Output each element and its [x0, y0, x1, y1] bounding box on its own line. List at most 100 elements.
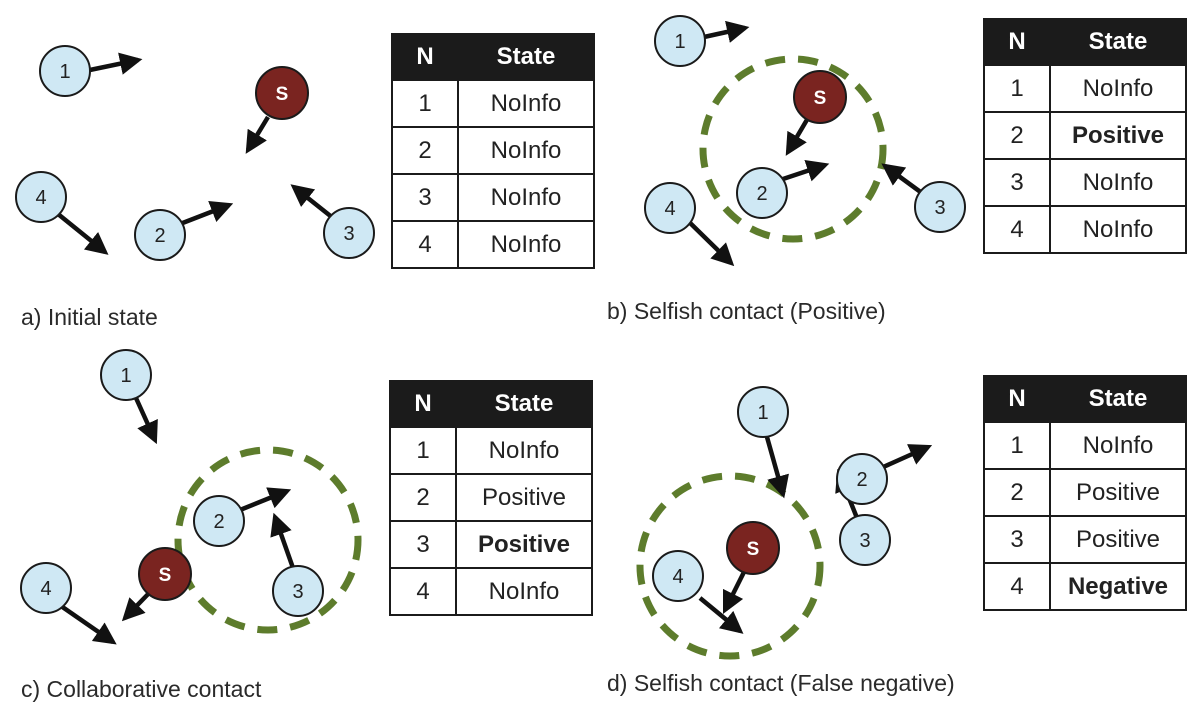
sink-range-ring: [636, 472, 824, 660]
state-cell-negative: Negative: [1049, 562, 1187, 611]
table-row: 3 Positive: [983, 515, 1187, 564]
node-3-motion-arrow: [270, 512, 296, 569]
node-2: 2: [736, 167, 788, 219]
column-header-state: State: [1049, 18, 1187, 66]
node-3: 3: [839, 514, 891, 566]
panel-a-graph: 1 S 4 2 3: [15, 45, 375, 261]
state-cell: Positive: [455, 473, 593, 522]
column-header-state: State: [455, 380, 593, 428]
table-header-row: N State: [391, 33, 595, 81]
table-row: 4 NoInfo: [983, 205, 1187, 254]
node-label: 4: [664, 198, 675, 220]
sink-node: S: [726, 521, 780, 575]
sink-label: S: [276, 84, 289, 105]
sink-label: S: [159, 565, 172, 586]
state-cell: NoInfo: [1049, 158, 1187, 207]
node-id-cell: 1: [389, 426, 457, 475]
table-row: 1 NoInfo: [983, 64, 1187, 113]
node-4: 4: [20, 562, 72, 614]
table-row: 2 Positive: [983, 468, 1187, 517]
node-2: 2: [134, 209, 186, 261]
node-2-motion-arrow: [880, 444, 933, 471]
sink-range-ring: [174, 446, 362, 634]
node-label: 3: [934, 197, 945, 219]
table-header-row: N State: [983, 375, 1187, 423]
sink-motion-arrow: [121, 588, 154, 622]
node-3-motion-arrow: [881, 163, 928, 198]
column-header-n: N: [983, 18, 1051, 66]
node-label: 3: [859, 530, 870, 552]
node-4: 4: [644, 182, 696, 234]
sink-range-ring: [699, 55, 887, 243]
table-row: 1 NoInfo: [391, 79, 595, 128]
table-row: 4 NoInfo: [389, 567, 593, 616]
table-row: 2 Positive: [389, 473, 593, 522]
table-row: 4 Negative: [983, 562, 1187, 611]
table-row: 2 NoInfo: [391, 126, 595, 175]
node-label: 1: [120, 365, 131, 387]
node-4: 4: [15, 171, 67, 223]
table-row: 3 Positive: [389, 520, 593, 569]
node-3: 3: [272, 565, 324, 617]
node-4: 4: [652, 550, 704, 602]
node-label: 4: [672, 566, 683, 588]
sink-label: S: [747, 539, 760, 560]
state-cell: Positive: [1049, 515, 1187, 564]
node-id-cell: 2: [389, 473, 457, 522]
panel-c-graph: 1 2 3 S 4: [20, 349, 362, 645]
node-label: 3: [343, 223, 354, 245]
table-row: 2 Positive: [983, 111, 1187, 160]
column-header-n: N: [389, 380, 457, 428]
node-1: 1: [737, 386, 789, 438]
node-2-motion-arrow: [239, 487, 292, 513]
node-label: 1: [59, 61, 70, 83]
table-row: 4 NoInfo: [391, 220, 595, 269]
sink-motion-arrow: [245, 115, 270, 154]
state-cell: NoInfo: [457, 79, 595, 128]
node-id-cell: 3: [983, 158, 1051, 207]
state-cell: NoInfo: [1049, 205, 1187, 254]
state-cell: NoInfo: [1049, 421, 1187, 470]
node-3-motion-arrow: [290, 184, 335, 220]
node-label: 2: [213, 511, 224, 533]
node-id-cell: 2: [391, 126, 459, 175]
node-id-cell: 4: [389, 567, 457, 616]
node-2: 2: [836, 453, 888, 505]
state-cell: NoInfo: [455, 426, 593, 475]
node-1: 1: [39, 45, 91, 97]
node-label: 2: [756, 183, 767, 205]
node-id-cell: 2: [983, 468, 1051, 517]
state-cell-highlighted: Positive: [1049, 111, 1187, 160]
panel-d-graph: 1 2 3 4 S: [636, 386, 933, 660]
node-id-cell: 1: [983, 421, 1051, 470]
node-1-motion-arrow: [84, 52, 143, 75]
node-label: 4: [40, 578, 51, 600]
node-id-cell: 1: [391, 79, 459, 128]
state-table-b: N State 1 NoInfo 2 Positive 3 NoInfo 4 N…: [983, 18, 1187, 254]
state-cell: NoInfo: [455, 567, 593, 616]
table-row: 3 NoInfo: [391, 173, 595, 222]
node-label: 4: [35, 187, 46, 209]
caption-d: d) Selfish contact (False negative): [607, 670, 955, 696]
node-4-motion-arrow: [59, 604, 117, 645]
node-id-cell: 4: [983, 562, 1051, 611]
node-id-cell: 1: [983, 64, 1051, 113]
node-1-motion-arrow: [703, 20, 750, 43]
sink-node: S: [138, 547, 192, 601]
sink-node: S: [793, 70, 847, 124]
table-row: 3 NoInfo: [983, 158, 1187, 207]
node-2-motion-arrow: [779, 160, 830, 183]
node-3: 3: [914, 181, 966, 233]
table-header-row: N State: [983, 18, 1187, 66]
node-1: 1: [100, 349, 152, 401]
node-id-cell: 3: [389, 520, 457, 569]
node-label: 2: [154, 225, 165, 247]
node-2-motion-arrow: [179, 201, 234, 227]
column-header-state: State: [1049, 375, 1187, 423]
state-table-c: N State 1 NoInfo 2 Positive 3 Positive 4…: [389, 380, 593, 616]
node-4-motion-arrow: [683, 216, 735, 267]
node-3: 3: [323, 207, 375, 259]
node-4-motion-arrow: [56, 212, 109, 255]
caption-a: a) Initial state: [21, 304, 158, 330]
